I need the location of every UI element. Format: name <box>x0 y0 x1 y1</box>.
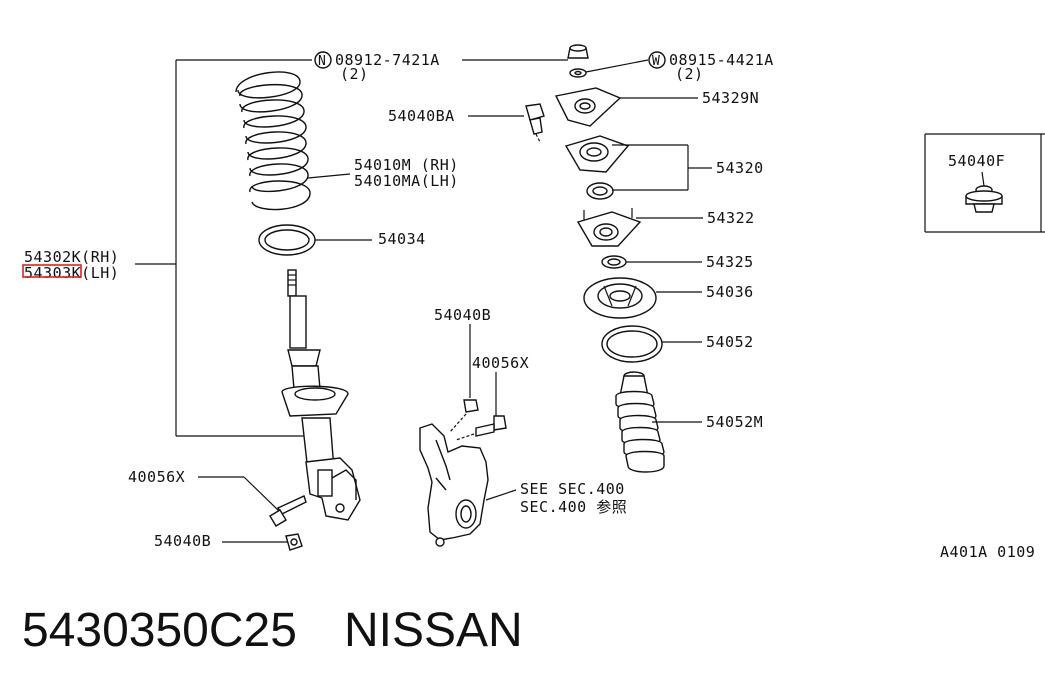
bound-bumper-icon <box>615 371 702 473</box>
top-bolt-label[interactable]: 54040BA <box>388 107 455 125</box>
highlight-box <box>22 264 82 278</box>
assembly-bracket <box>135 59 312 437</box>
knuckle-bolt-label[interactable]: 40056X <box>472 354 529 372</box>
spring-seat-label[interactable]: 54034 <box>378 230 426 248</box>
washer-reference: W 08915-4421A (2) <box>585 51 774 83</box>
see-section-line1[interactable]: SEE SEC.400 <box>520 480 625 498</box>
bound-bumper-label[interactable]: 54052M <box>706 413 763 431</box>
mount-cap-label[interactable]: 54329N <box>702 89 759 107</box>
spring-label-rh[interactable]: 54010M (RH) <box>354 156 459 174</box>
mount-assembly-label[interactable]: 54320 <box>716 159 764 177</box>
left-bolt-icon <box>198 476 307 527</box>
rubber-seat-icon <box>601 325 702 363</box>
nut-ref-qty: (2) <box>340 65 369 83</box>
mount-insulator-label[interactable]: 54322 <box>707 209 755 227</box>
inset-box <box>924 133 1045 233</box>
nut-symbol-icon <box>314 51 332 69</box>
footer-part-number: 5430350C25 <box>22 604 297 657</box>
left-nut-icon <box>222 533 303 551</box>
assembly-label-rh[interactable]: 54302K(RH) <box>24 248 119 266</box>
assembly-label-lh[interactable]: 54303K(LH) <box>24 264 119 282</box>
washer-symbol-icon <box>648 51 666 69</box>
knuckle-nut-label[interactable]: 54040B <box>434 306 491 324</box>
top-bolt-icon <box>468 103 545 143</box>
mount-cap-icon <box>554 87 698 127</box>
coil-spring-icon <box>235 71 351 211</box>
rubber-seat-label[interactable]: 54052 <box>706 333 754 351</box>
knuckle-nut-icon <box>449 324 479 433</box>
mount-insulator-icon <box>576 208 703 247</box>
upper-seat-label[interactable]: 54036 <box>706 283 754 301</box>
footer-brand: NISSAN <box>344 604 523 657</box>
left-nut-label[interactable]: 54040B <box>154 532 211 550</box>
washer-ref-number[interactable]: 08915-4421A <box>669 51 774 69</box>
mount-assembly-icon <box>564 135 712 200</box>
left-bolt-label[interactable]: 40056X <box>128 468 185 486</box>
washer-ref-qty: (2) <box>675 65 704 83</box>
nut-ref-number[interactable]: 08912-7421A <box>335 51 440 69</box>
inset-part-label[interactable]: 54040F <box>948 152 1005 170</box>
washer-symbol-letter: W <box>652 54 660 69</box>
knuckle-icon <box>419 423 489 547</box>
inset-nut-icon <box>965 171 1003 213</box>
see-section-line2[interactable]: SEC.400 参照 <box>520 498 627 516</box>
bearing-icon <box>601 255 702 269</box>
nut-symbol-letter: N <box>318 54 326 69</box>
figure-code: A401A 0109 <box>940 543 1035 561</box>
nut-reference: N 08912-7421A (2) <box>314 51 568 83</box>
knuckle-bolt-icon <box>455 372 507 441</box>
bearing-label[interactable]: 54325 <box>706 253 754 271</box>
upper-seat-icon <box>583 277 702 319</box>
top-nut-icon <box>567 44 589 78</box>
spring-label-lh[interactable]: 54010MA(LH) <box>354 172 459 190</box>
strut-icon <box>281 269 361 521</box>
spring-seat-icon <box>258 224 372 256</box>
